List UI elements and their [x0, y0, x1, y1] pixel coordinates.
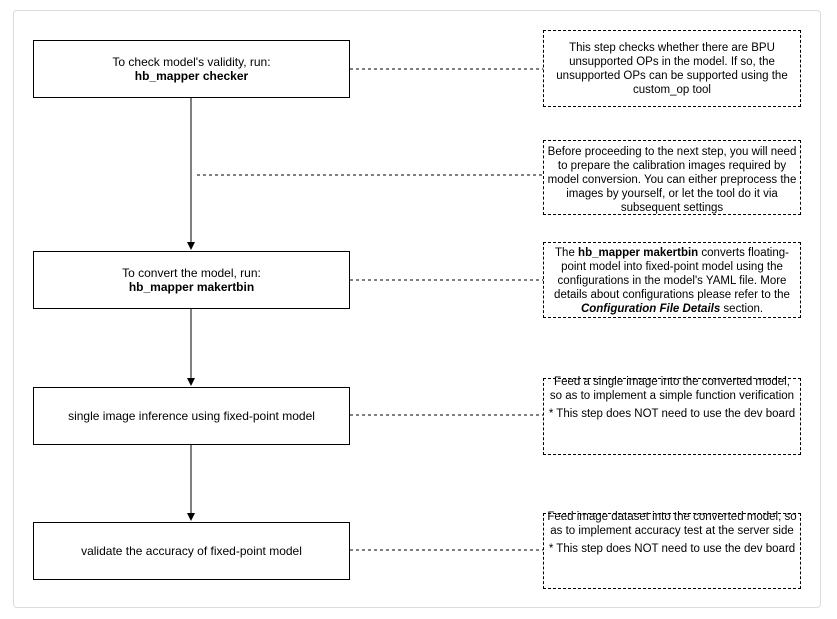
step-label: To convert the model, run:: [122, 266, 261, 280]
note-footnote: * This step does NOT need to use the dev…: [548, 408, 796, 420]
step-label: validate the accuracy of fixed-point mod…: [81, 544, 302, 558]
command-name: hb_mapper makertbin: [128, 280, 255, 294]
diagram-frame: [13, 10, 821, 608]
command-name: hb_mapper makertbin: [578, 247, 699, 259]
step-single-image-inference: single image inference using fixed-point…: [33, 387, 350, 445]
note-text: section.: [720, 303, 764, 315]
step-label: single image inference using fixed-point…: [68, 409, 315, 423]
note-checker: This step checks whether there are BPU u…: [543, 30, 801, 107]
note-text: Feed image dataset into the converted mo…: [547, 511, 797, 537]
note-text: This step checks whether there are BPU u…: [556, 42, 788, 96]
step-validate-accuracy: validate the accuracy of fixed-point mod…: [33, 522, 350, 580]
note-text: Before proceeding to the next step, you …: [547, 146, 797, 214]
note-text: converts floating-point model into fixed…: [554, 247, 790, 301]
step-check-validity: To check model's validity, run: hb_mappe…: [33, 40, 350, 98]
note-calibration: Before proceeding to the next step, you …: [543, 140, 801, 215]
note-text: The: [555, 247, 579, 259]
note-makertbin: The hb_mapper makertbin converts floatin…: [543, 242, 801, 318]
doc-reference: Configuration File Details: [580, 303, 721, 315]
step-convert-model: To convert the model, run: hb_mapper mak…: [33, 251, 350, 309]
note-text: Feed a single image into the converted m…: [549, 376, 795, 402]
command-name: hb_mapper checker: [134, 69, 249, 83]
step-label: To check model's validity, run:: [112, 55, 271, 69]
note-accuracy: Feed image dataset into the converted mo…: [543, 511, 801, 589]
note-inference: Feed a single image into the converted m…: [543, 376, 801, 455]
note-footnote: * This step does NOT need to use the dev…: [548, 543, 796, 555]
